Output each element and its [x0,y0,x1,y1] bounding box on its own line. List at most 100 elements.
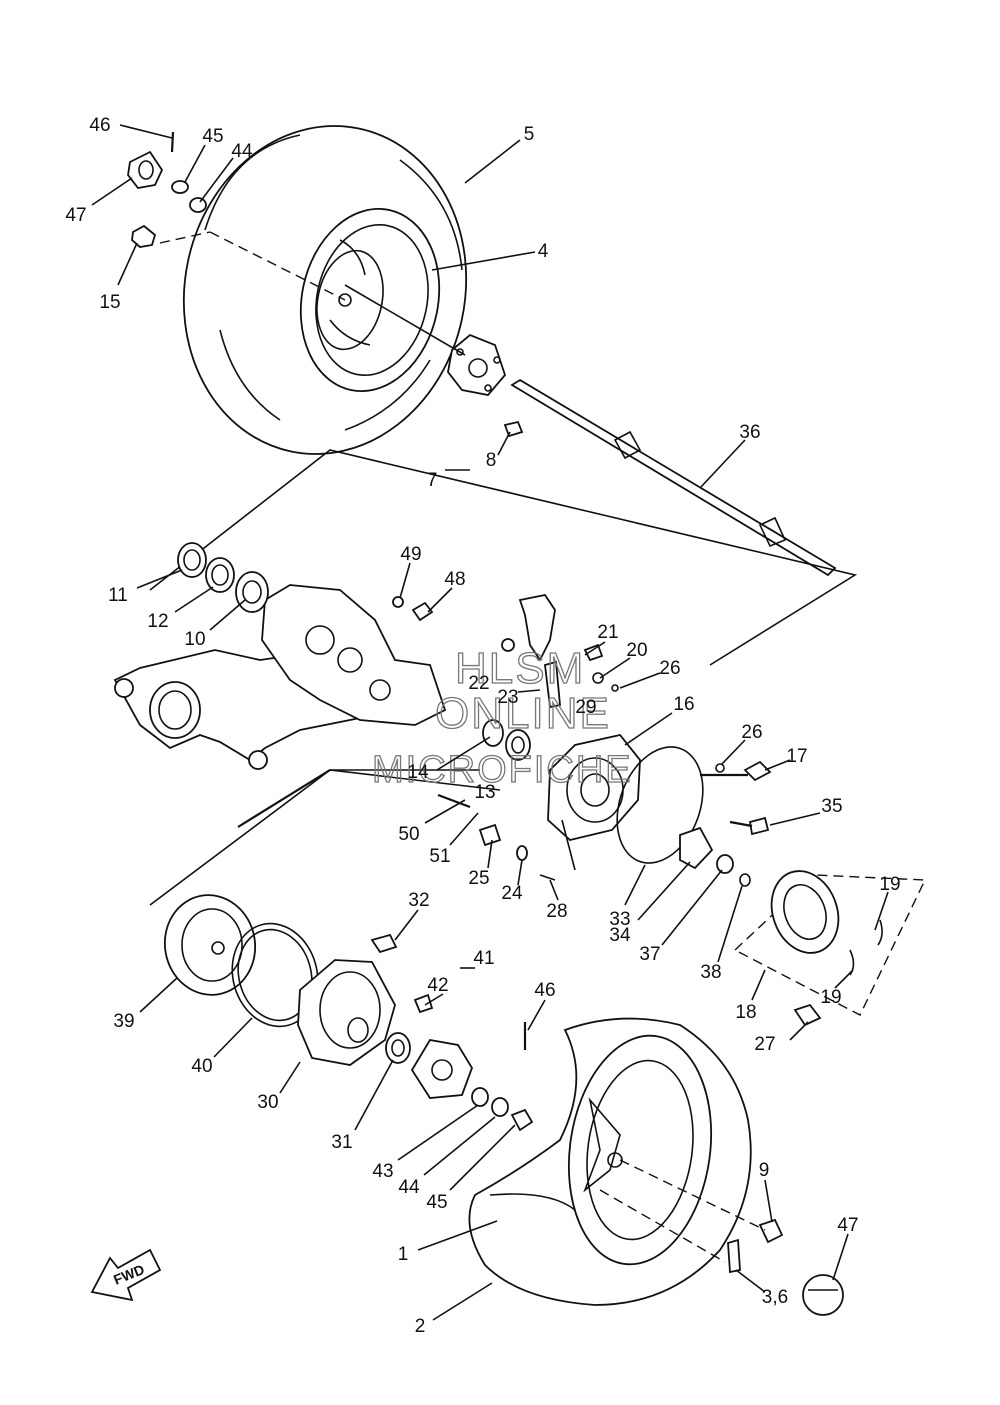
leader-line [527,999,546,1031]
callout-label: 31 [331,1132,352,1153]
leader-line [619,672,661,689]
callout-label: 51 [429,846,450,867]
leader-line [834,969,854,989]
callout-label: 29 [575,697,596,718]
callout-label: 50 [398,824,419,845]
callout-label: 40 [191,1056,212,1077]
leader-line [399,562,411,599]
leader-line [721,739,746,765]
leader-line [209,599,246,631]
leader-line [449,1124,516,1191]
leader-line [354,1059,394,1131]
callout-label: 1 [398,1244,409,1265]
callout-label: 19 [820,987,841,1008]
callout-label: 32 [408,890,429,911]
callout-label: 17 [786,746,807,767]
callout-label: 28 [546,901,567,922]
callout-label: 25 [468,868,489,889]
callout-label: 45 [426,1192,447,1213]
leader-line [184,144,206,183]
watermark: HLSM ONLINE MICROFICHE [371,643,633,791]
leader-line [487,839,493,869]
callout-label: 7 [427,470,438,491]
brake-cam-parts [501,593,619,709]
leader-line [139,977,178,1013]
callout-label: 23 [497,687,518,708]
callout-label: 34 [609,925,631,946]
leader-line [427,587,453,613]
callout-label: 45 [202,126,223,147]
callout-label: 44 [398,1177,420,1198]
leader-dash [599,1189,726,1263]
brake-drum-39 [163,894,257,996]
lower-hub-41 [370,933,473,1099]
leader-line [599,657,631,679]
callout-label: 46 [534,980,555,1001]
callout-label: 19 [879,874,900,895]
callout-label: 13 [474,782,495,803]
leader-line [424,993,444,1006]
leader-line [717,885,743,963]
watermark-line-2: ONLINE [435,689,611,738]
leader-line [397,1104,479,1161]
lower-wheel-hardware [727,1218,844,1316]
callout-label: 47 [65,205,86,226]
callout-label: 49 [400,544,421,565]
callout-label: 22 [468,673,489,694]
axle-shaft-36 [510,378,837,577]
leader-line [549,879,559,901]
callout-label: 48 [444,569,465,590]
leader-line [136,569,183,589]
leader-line [394,909,419,941]
leader-dash [159,231,211,244]
callout-label: 46 [89,115,110,136]
callout-label: 26 [741,722,762,743]
leader-line [517,859,523,886]
leader-line [584,641,606,656]
leader-line [637,861,691,921]
callout-label: 4 [538,241,549,262]
seals-mid [482,719,531,761]
leader-line [174,586,214,613]
brake-shoe-set [733,870,927,1027]
brake-small-parts [616,746,772,887]
leader-line [517,689,541,693]
leader-line [449,812,479,846]
leader-line [117,242,138,286]
callout-label: 37 [639,944,660,965]
leader-line [464,139,521,184]
leader-line [119,124,173,139]
o-ring-40 [231,922,319,1028]
callout-label: 20 [626,640,647,661]
leader-line [497,431,511,456]
leader-line [769,812,821,826]
callout-label: 27 [754,1034,775,1055]
fwd-arrow-icon: FWD [90,1248,162,1302]
leader-line [751,969,766,1001]
callout-label: 47 [837,1215,858,1236]
callout-label: 16 [673,694,694,715]
leader-dash [209,231,346,301]
seal-31 [385,1032,411,1064]
leader-line [624,864,646,906]
leader-line [789,1021,809,1041]
leader-line [436,736,491,771]
callout-label: 14 [407,762,429,783]
leader-line [699,439,746,489]
leader-line [832,1233,849,1281]
leader-line [764,759,791,771]
callout-label: 42 [427,975,448,996]
callout-label: 30 [257,1092,278,1113]
callout-label: 10 [184,629,205,650]
watermark-line-3: MICROFICHE [372,749,633,791]
leader-line [279,1061,301,1094]
callout-label: 39 [113,1011,134,1032]
callout-label: 2 [415,1316,426,1337]
callout-label: 35 [821,796,842,817]
upper-wheel-hub [447,333,524,438]
callout-label: 36 [739,422,760,443]
leader-dash [619,1159,766,1231]
box-outline-lower [149,769,501,906]
